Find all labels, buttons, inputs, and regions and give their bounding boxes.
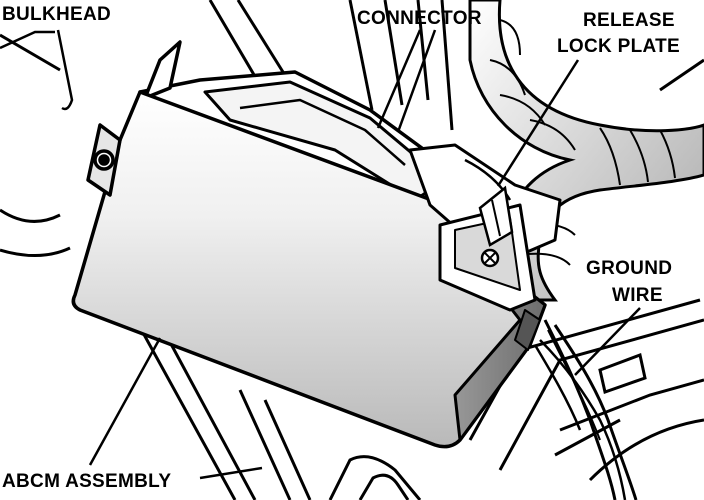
leader-lines [0, 29, 641, 480]
label-release: RELEASE [583, 10, 675, 31]
abcm-assembly-leader [88, 337, 162, 466]
release-lock-plate-leader [496, 59, 580, 187]
release-lock-plate [478, 185, 514, 247]
label-connector: CONNECTOR [357, 8, 482, 29]
bulkhead-leader-2 [56, 29, 74, 111]
label-bulkhead: BULKHEAD [2, 4, 111, 25]
connector-leader [376, 29, 422, 129]
label-lock-plate: LOCK PLATE [557, 36, 680, 57]
abcm-module [71, 40, 547, 449]
ground-wire [533, 339, 627, 500]
connector-leader-2 [396, 29, 437, 133]
label-wire: WIRE [612, 285, 663, 306]
label-ground: GROUND [586, 258, 672, 279]
abcm-assembly-leader-2 [199, 466, 263, 480]
ground-wire-leader [574, 307, 641, 376]
label-abcm-assembly: ABCM ASSEMBLY [2, 471, 171, 492]
bulkhead-leader [0, 30, 55, 50]
